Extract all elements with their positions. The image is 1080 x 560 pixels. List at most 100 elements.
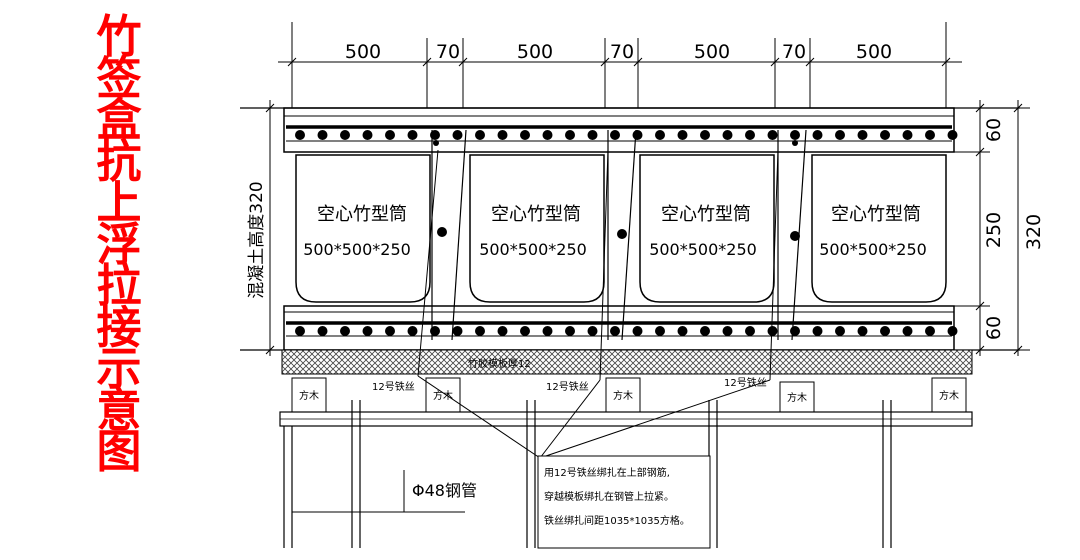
rebar-dot <box>677 130 688 140</box>
title-char: 上 <box>96 176 142 229</box>
rebar-dot <box>902 326 913 336</box>
rebar-dot <box>565 326 575 336</box>
dim-label: 500 <box>856 41 892 63</box>
dim-label: 320 <box>1023 214 1045 250</box>
title-char: 浮 <box>96 217 142 271</box>
note-line: 铁丝绑扎间距1035*1035方格。 <box>544 514 690 527</box>
title-char: 接 <box>96 300 142 354</box>
rebar-dot <box>835 326 845 336</box>
rebar-dot <box>880 326 890 336</box>
rebar-dot <box>475 326 485 336</box>
rebar-dot <box>520 326 530 336</box>
dim-label: 70 <box>436 41 460 63</box>
diagram-title: 竹 签 盒 抗 上 浮 拉 接 示 意 图 <box>88 14 150 478</box>
rebar-dot <box>677 326 688 336</box>
rebar-dot <box>587 130 598 140</box>
rebar-dot <box>767 130 778 140</box>
note-box <box>537 455 711 549</box>
dim-label: 60 <box>983 118 1005 142</box>
box-name: 空心竹型筒 <box>317 204 407 225</box>
box-name: 空心竹型筒 <box>491 204 581 225</box>
top-rebar-row <box>295 130 958 140</box>
hollow-box-3: 空心竹型筒 500*500*250 <box>639 154 775 303</box>
rebar-dot <box>610 130 620 140</box>
rebar-dot <box>497 130 508 140</box>
rebar-dot <box>857 130 868 140</box>
dim-label: 250 <box>983 212 1005 248</box>
rebar-dot <box>947 130 958 140</box>
dim-label: 60 <box>983 316 1005 340</box>
rebar-dot <box>610 326 620 336</box>
rebar-dot <box>790 130 800 140</box>
box-name: 空心竹型筒 <box>661 204 751 225</box>
dim-label: 500 <box>517 41 553 63</box>
title-char: 意 <box>96 383 142 437</box>
rebar-dot <box>362 130 373 140</box>
rebar-dot <box>947 326 958 336</box>
rebar-dot <box>587 326 598 336</box>
rebar-dot <box>655 130 665 140</box>
rib-stirrups <box>431 129 807 341</box>
hollow-box-4: 空心竹型筒 500*500*250 <box>811 154 947 303</box>
note-line: 穿越模板绑扎在钢管上拉紧。 <box>544 490 674 503</box>
horizontal-steel-pipe <box>279 411 973 427</box>
rebar-dot <box>385 130 395 140</box>
tie-wires <box>417 149 779 459</box>
rebar-dot <box>407 326 418 336</box>
rebar-dot <box>542 326 553 336</box>
rebar-dot <box>812 130 823 140</box>
rebar-dot <box>317 130 328 140</box>
rebar-dot <box>295 326 305 336</box>
rebar-dot <box>407 130 418 140</box>
bottom-rebar-row <box>295 326 958 336</box>
rebar-dot <box>722 326 733 336</box>
rebar-dot <box>812 326 823 336</box>
dim-label: 70 <box>610 41 634 63</box>
title-char: 示 <box>96 342 142 395</box>
batten-label: 方木 <box>613 389 633 402</box>
box-size: 500*500*250 <box>649 240 757 259</box>
rebar-dot <box>655 326 665 336</box>
rebar-dot <box>902 130 913 140</box>
rebar-dot <box>520 130 530 140</box>
title-char: 盒 <box>96 93 142 146</box>
title-char: 签 <box>96 51 142 105</box>
rebar-dot <box>565 130 575 140</box>
rebar-dot <box>925 326 935 336</box>
right-dimension-chain <box>954 100 1030 356</box>
rebar-dot <box>722 130 733 140</box>
top-dimension-chain <box>278 22 962 108</box>
wire-label: 12号铁丝 <box>372 380 415 393</box>
title-char: 抗 <box>96 134 142 188</box>
box-size: 500*500*250 <box>819 240 927 259</box>
concrete-height-label: 混凝土高度320 <box>247 181 267 298</box>
rebar-dot <box>542 130 553 140</box>
rebar-dot <box>452 326 463 336</box>
hollow-box-2: 空心竹型筒 500*500*250 <box>469 154 605 303</box>
rebar-dot <box>857 326 868 336</box>
rebar-dot <box>452 130 463 140</box>
rebar-dot <box>835 130 845 140</box>
rebar-dot <box>295 130 305 140</box>
rebar-dot <box>385 326 395 336</box>
rebar-dot <box>767 326 778 336</box>
rebar-dot <box>925 130 935 140</box>
box-size: 500*500*250 <box>479 240 587 259</box>
rebar-dot <box>340 130 350 140</box>
batten-label: 方木 <box>939 389 959 402</box>
batten-label: 方木 <box>433 389 453 402</box>
hollow-box-1: 空心竹型筒 500*500*250 <box>295 154 431 303</box>
rebar-dot <box>700 326 710 336</box>
rebar-dot <box>790 326 800 336</box>
rib-rebar <box>433 140 800 241</box>
rebar-dot <box>632 326 643 336</box>
rebar-dot <box>475 130 485 140</box>
formwork-board <box>281 349 973 375</box>
rebar-dot <box>632 130 643 140</box>
box-size: 500*500*250 <box>303 240 411 259</box>
rebar-dot <box>745 326 755 336</box>
box-name: 空心竹型筒 <box>831 204 921 225</box>
title-char: 图 <box>96 425 142 478</box>
rebar-dot <box>700 130 710 140</box>
